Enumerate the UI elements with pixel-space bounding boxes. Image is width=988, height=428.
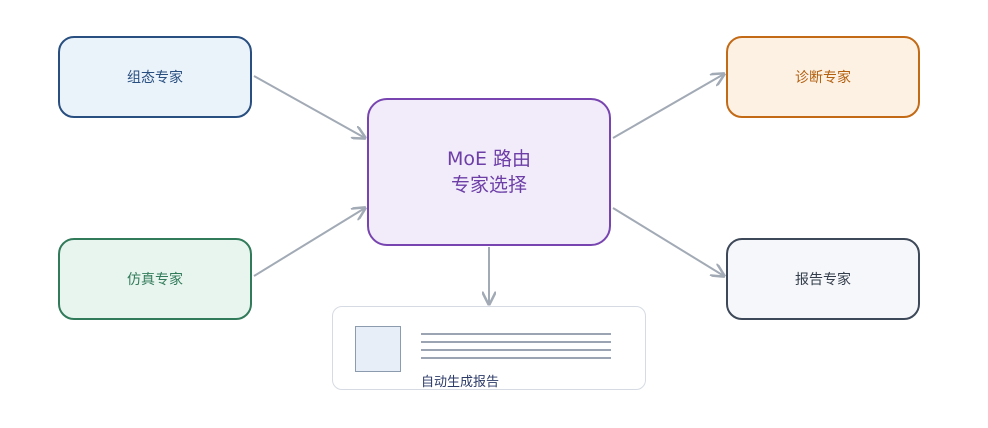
report-text-line [421, 357, 611, 359]
report-thumbnail-icon [355, 326, 401, 372]
arrow-router-to-baogao [612, 207, 724, 276]
node-fangzhen-label: 仿真专家 [127, 272, 183, 288]
arrow-zutai-to-router [253, 75, 365, 138]
report-text-line [421, 341, 611, 343]
node-fangzhen-expert: 仿真专家 [58, 238, 252, 320]
report-text-line [421, 333, 611, 335]
router-label-line2: 专家选择 [450, 174, 527, 196]
node-zutai-label: 组态专家 [127, 70, 183, 86]
generated-report-card: 自动生成报告 [332, 306, 646, 390]
router-label-line1: MoE 路由 [446, 148, 532, 170]
node-zutai-expert: 组态专家 [58, 36, 252, 118]
arrow-fangzhen-to-router [253, 208, 365, 277]
node-moe-router: MoE 路由 专家选择 [367, 98, 611, 246]
node-baogao-expert: 报告专家 [726, 238, 920, 320]
arrow-router-to-zhenduan [612, 74, 724, 139]
node-baogao-label: 报告专家 [795, 272, 851, 288]
report-caption: 自动生成报告 [421, 375, 500, 390]
report-text-line [421, 349, 611, 351]
node-zhenduan-label: 诊断专家 [795, 70, 851, 86]
node-zhenduan-expert: 诊断专家 [726, 36, 920, 118]
